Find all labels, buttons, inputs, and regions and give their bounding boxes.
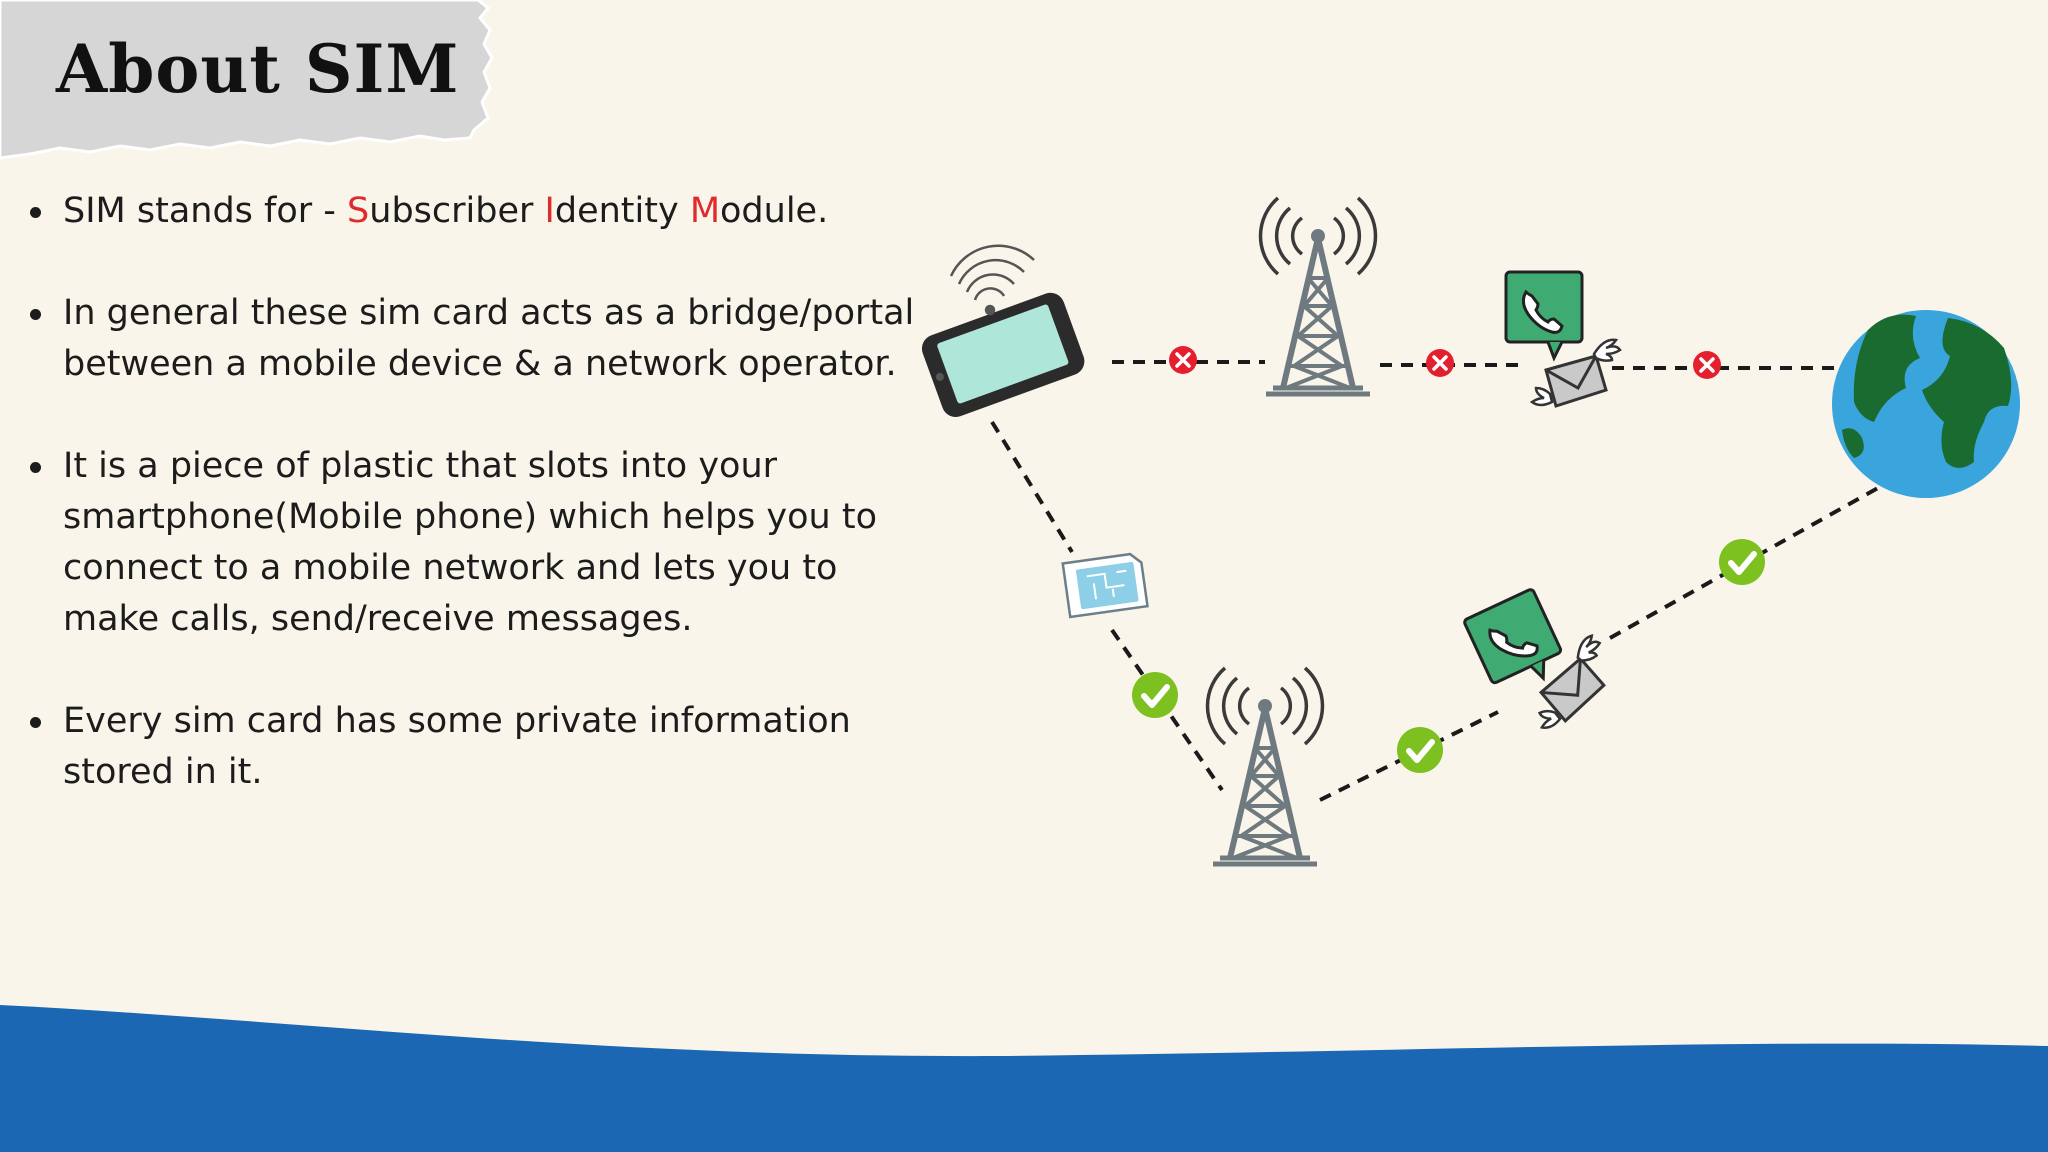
bullet-item: Every sim card has some private informat… — [24, 696, 924, 798]
bullet-item: In general these sim card acts as a brid… — [24, 288, 924, 390]
bullet-item: It is a piece of plastic that slots into… — [24, 441, 924, 645]
acronym-rest: ubscriber — [369, 191, 545, 231]
sim-card-icon — [1061, 552, 1149, 619]
page-title: About SIM — [56, 30, 460, 108]
bullet-text: In general these sim card acts as a brid… — [63, 293, 915, 384]
globe-icon — [1832, 310, 2020, 498]
smartphone-icon — [921, 292, 1085, 418]
acronym-rest: dentity — [554, 191, 690, 231]
bullet-text: SIM stands for - — [63, 191, 348, 231]
bullet-list: SIM stands for - Subscriber Identity Mod… — [24, 186, 924, 849]
acronym-letter: S — [347, 191, 370, 231]
bullet-text: Every sim card has some private informat… — [63, 701, 851, 792]
wifi-signal-icon — [949, 244, 1035, 316]
acronym-letter: M — [689, 191, 721, 231]
acronym-letter: I — [544, 191, 555, 231]
acronym-rest: odule. — [720, 191, 829, 231]
bullet-item: SIM stands for - Subscriber Identity Mod… — [24, 186, 924, 237]
title-torn-paper — [0, 0, 494, 160]
bullet-text: It is a piece of plastic that slots into… — [63, 446, 877, 639]
